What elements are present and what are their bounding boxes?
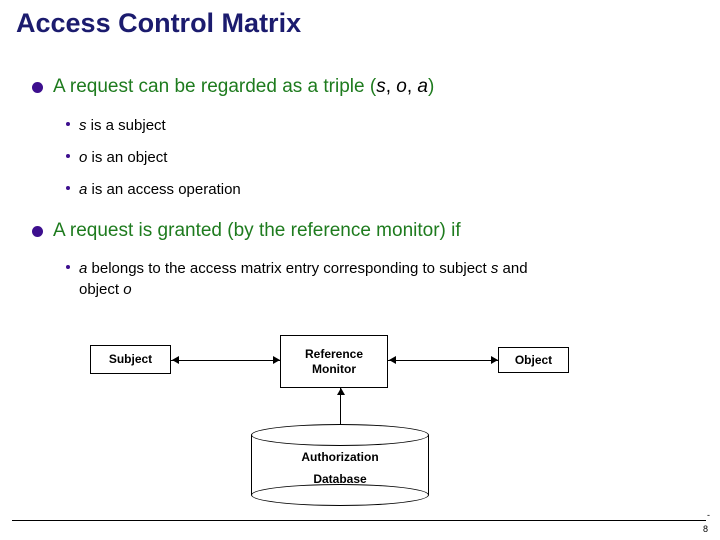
page-number: 8 xyxy=(702,524,708,534)
sub-bullet-dot-icon xyxy=(66,122,70,126)
database-monitor-connector xyxy=(340,388,341,443)
reference-monitor-label-line1: Reference xyxy=(304,346,364,361)
bullet-1-sub-1: s is a subject xyxy=(66,115,166,136)
bullet-1-text: A request can be regarded as a triple (s… xyxy=(53,76,435,97)
bullet-1-sub-2-text: o is an object xyxy=(79,149,168,166)
bullet-1-sub-2: o is an object xyxy=(66,147,167,168)
subject-box-label: Subject xyxy=(108,352,153,366)
sub-bullet-dot-icon xyxy=(66,265,70,269)
arrowhead-up-monitor xyxy=(337,388,345,395)
sub-bullet-dot-icon xyxy=(66,154,70,158)
arrowhead-left-subject xyxy=(172,356,179,364)
bullet-1-sub-1-text: s is a subject xyxy=(79,117,166,134)
sub-bullet-dot-icon xyxy=(66,186,70,190)
cylinder-bottom-ellipse xyxy=(251,484,429,506)
database-label-line1: Authorization xyxy=(301,450,379,464)
bullet-dot-icon xyxy=(32,82,43,93)
bullet-2: A request is granted (by the reference m… xyxy=(32,219,461,242)
bullet-2-sub-1: a belongs to the access matrix entry cor… xyxy=(66,258,691,300)
subject-box: Subject xyxy=(90,345,171,374)
database-label-line2: Database xyxy=(313,472,367,486)
monitor-object-connector xyxy=(388,360,498,361)
bullet-1-sub-3: a is an access operation xyxy=(66,179,241,200)
bullet-dot-icon xyxy=(32,226,43,237)
page-title: Access Control Matrix xyxy=(16,8,302,38)
footer-dash: - xyxy=(707,510,710,520)
arrowhead-right-object xyxy=(491,356,498,364)
bullet-2-sub-1-text: a belongs to the access matrix entry cor… xyxy=(79,260,528,298)
arrowhead-right-monitor xyxy=(273,356,280,364)
reference-monitor-label-line2: Monitor xyxy=(312,361,356,376)
subject-monitor-connector xyxy=(171,360,280,361)
cylinder-top-ellipse xyxy=(251,424,429,446)
arrowhead-left-monitor xyxy=(389,356,396,364)
footer-divider xyxy=(12,520,706,521)
object-box: Object xyxy=(498,347,569,373)
bullet-1-sub-3-text: a is an access operation xyxy=(79,181,241,198)
object-box-label: Object xyxy=(514,352,553,367)
bullet-2-text: A request is granted (by the reference m… xyxy=(53,220,461,241)
reference-monitor-box: Reference Monitor xyxy=(280,335,388,388)
authorization-database-cylinder: Authorization Database xyxy=(251,424,429,506)
bullet-1: A request can be regarded as a triple (s… xyxy=(32,75,434,98)
